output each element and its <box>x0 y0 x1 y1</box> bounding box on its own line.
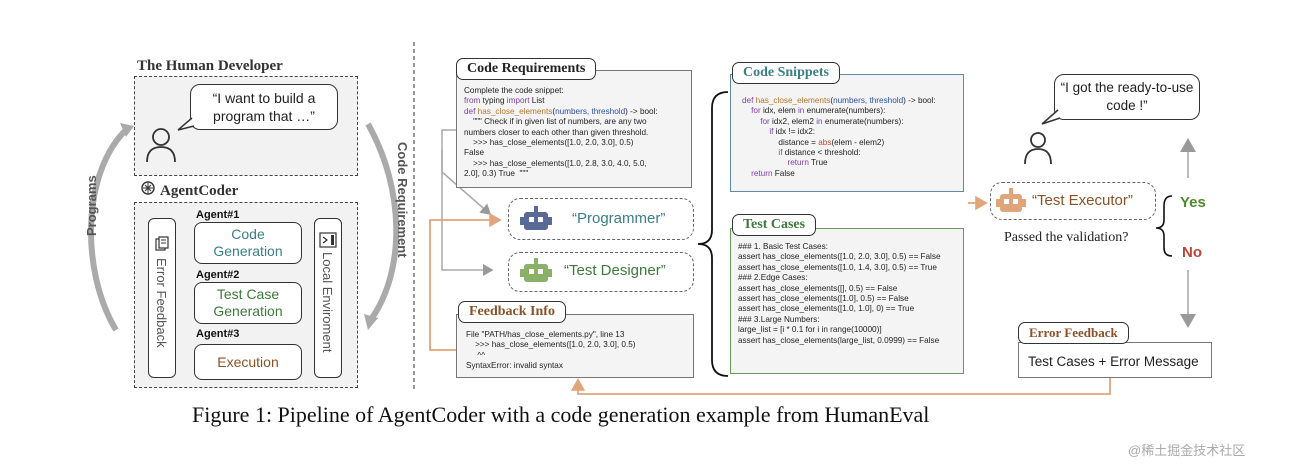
test-line: assert has_close_elements([1.0, 2.0, 3.0… <box>738 252 941 262</box>
local-environment-panel <box>314 218 342 378</box>
test-executor-label: “Test Executor” <box>1032 192 1133 209</box>
test-line: assert has_close_elements([1.0, 1.4, 3.0… <box>738 262 937 272</box>
req-line: def has_close_elements(numbers, threshol… <box>464 106 658 116</box>
test-line: assert has_close_elements([1.0], 0.5) ==… <box>738 294 909 304</box>
error-feedback-body: Test Cases + Error Message <box>1028 354 1199 369</box>
error-feedback-label: Error Feedback <box>154 258 169 348</box>
requirement-arrow <box>365 122 400 320</box>
code-requirements-title: Code Requirements <box>456 58 597 80</box>
human-speech-bubble: “I want to build a program that …” <box>190 84 338 130</box>
snippet-line: return True <box>787 158 828 168</box>
user-speech-bubble: “I got the ready-to-use code !” <box>1054 74 1200 120</box>
watermark: @稀土掘金技术社区 <box>1128 443 1246 458</box>
feedback-line: SyntaxError: invalid syntax <box>466 361 563 371</box>
terminal-icon <box>319 232 337 248</box>
test-designer-label: “Test Designer” <box>564 262 666 279</box>
decision-brace <box>1155 195 1173 257</box>
feedback-line: >>> has_close_elements([1.0, 2.0, 3.0], … <box>466 340 636 350</box>
snippet-line: for idx2, elem2 in enumerate(numbers): <box>760 116 904 126</box>
req-line: numbers closer to each other than given … <box>464 127 649 137</box>
test-case-generation-agent: Test Case Generation <box>194 282 302 324</box>
execution-label: Execution <box>217 353 279 370</box>
test-cases-title: Test Cases <box>732 214 817 236</box>
test-cases-panel <box>730 228 964 374</box>
code-requirements-panel <box>456 70 692 188</box>
feedback-info-title: Feedback Info <box>458 301 566 323</box>
feedback-line: File "PATH/has_close_elements.py", line … <box>466 330 625 339</box>
snippet-line: distance = abs(elem - elem2) <box>742 137 885 147</box>
code-snippets-panel <box>730 74 964 192</box>
agent3-label: Agent#3 <box>196 328 240 340</box>
code-snippets-title: Code Snippets <box>732 62 840 84</box>
robot-test-designer-icon <box>520 258 552 282</box>
req-line: """ Check if in given list of numbers, a… <box>464 117 647 127</box>
figure-caption: Figure 1: Pipeline of AgentCoder with a … <box>192 402 930 427</box>
programmer-label: “Programmer” <box>572 210 666 227</box>
error-feedback-title: Error Feedback <box>1018 322 1129 344</box>
programs-label: Programs <box>84 175 99 236</box>
user-icon <box>1024 132 1052 165</box>
test-line: large_list = [i * 0.1 for i in range(100… <box>738 325 882 335</box>
agentcoder-title: AgentCoder <box>160 183 239 199</box>
req-line: 2.0], 0.3) True """ <box>464 169 529 179</box>
passed-validation-question: Passed the validation? <box>1004 230 1129 245</box>
agent2-label: Agent#2 <box>196 269 240 281</box>
test-cases-text: ### 1. Basic Test Cases:assert has_close… <box>738 242 941 346</box>
req-line: Complete the code snippet: <box>464 86 564 95</box>
snippet-line: if distance < threshold: <box>778 148 861 158</box>
code-requirement-label: Code Requirement <box>395 142 410 258</box>
agent1-label: Agent#1 <box>196 209 240 221</box>
robot-test-executor-icon <box>996 188 1026 212</box>
code-generation-agent: Code Generation <box>194 222 302 264</box>
snippet-line: def has_close_elements(numbers, threshol… <box>742 96 936 105</box>
feedback-line: ^^ <box>466 350 486 360</box>
req-line: from typing import List <box>464 96 545 106</box>
test-line: assert has_close_elements(large_list, 0.… <box>738 335 940 345</box>
test-case-generation-label: Test Case Generation <box>213 286 283 319</box>
execution-agent: Execution <box>194 344 302 380</box>
test-line: assert has_close_elements([], 0.5) == Fa… <box>738 283 898 293</box>
test-line: ### 1. Basic Test Cases: <box>738 242 828 251</box>
feedback-info-text: File "PATH/has_close_elements.py", line … <box>466 330 636 372</box>
feedback-doc-icon <box>155 236 169 251</box>
test-line: assert has_close_elements([1.0, 1.0], 0)… <box>738 304 915 314</box>
code-snippets-text: def has_close_elements(numbers, threshol… <box>742 96 936 179</box>
test-line: ### 3.Large Numbers: <box>738 314 820 324</box>
req-line: >>> has_close_elements([1.0, 2.8, 3.0, 4… <box>464 158 647 168</box>
code-requirements-text: Complete the code snippet:from typing im… <box>464 86 658 180</box>
snippet-line: if idx != idx2: <box>769 127 816 137</box>
agentcoder-logo-icon <box>141 181 155 195</box>
user-bubble-tail <box>1041 109 1061 125</box>
code-generation-label: Code Generation <box>213 226 283 259</box>
feedback-info-panel <box>456 314 694 378</box>
error-to-feedback-arrow <box>570 378 1111 395</box>
robot-programmer-icon <box>520 206 552 230</box>
test-line: ### 2.Edge Cases: <box>738 273 808 283</box>
snippet-line: return False <box>751 168 795 178</box>
outputs-brace <box>697 91 729 377</box>
snippet-line: for idx, elem in enumerate(numbers): <box>751 106 886 116</box>
human-developer-title: The Human Developer <box>137 58 283 74</box>
feedback-to-programmer-arrow <box>429 212 502 351</box>
yes-label: Yes <box>1180 194 1206 211</box>
human-icon <box>146 128 176 163</box>
programs-arrow <box>88 125 131 332</box>
no-label: No <box>1182 244 1202 261</box>
req-line: >>> has_close_elements([1.0, 2.0, 3.0], … <box>464 138 634 148</box>
req-line: False <box>464 148 485 158</box>
local-environment-label: Local Enviroment <box>320 252 335 353</box>
bubble-tail <box>177 117 195 131</box>
req-to-designer-arrow <box>441 150 494 276</box>
